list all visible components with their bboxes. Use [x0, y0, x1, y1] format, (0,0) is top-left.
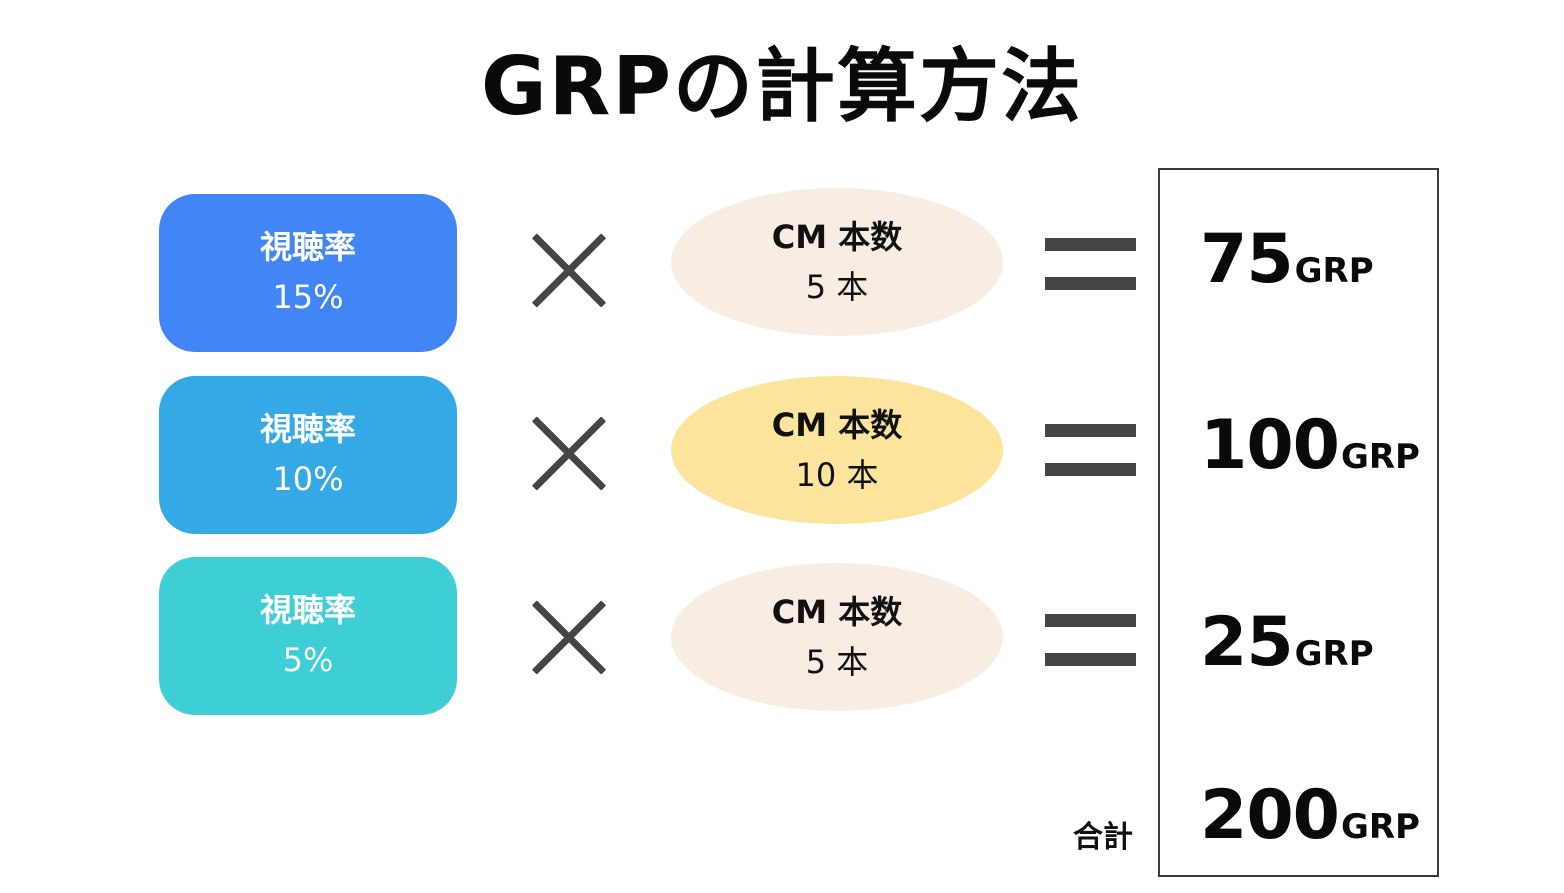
rating-box-3: 視聴率 5%: [159, 557, 457, 715]
equals-icon: [1045, 424, 1136, 476]
cm-count-ellipse-2: CM 本数 10 本: [671, 376, 1003, 524]
cm-count-ellipse-3: CM 本数 5 本: [671, 563, 1003, 711]
rating-value: 10%: [272, 460, 344, 498]
rating-box-1: 視聴率 15%: [159, 194, 457, 352]
result-unit: GRP: [1340, 437, 1420, 477]
rating-value: 5%: [282, 641, 334, 679]
cm-count-value: 10 本: [795, 456, 879, 494]
multiply-icon: [532, 233, 606, 307]
result-number: 100: [1200, 406, 1340, 485]
result-value-3: 25GRP: [1200, 603, 1374, 682]
page-title: GRPの計算方法: [481, 40, 1083, 133]
cm-count-value: 5 本: [805, 268, 869, 306]
multiply-icon: [532, 600, 606, 674]
result-unit: GRP: [1294, 634, 1374, 674]
result-number: 75: [1200, 220, 1294, 299]
total-value: 200GRP: [1200, 776, 1420, 855]
rating-label: 視聴率: [259, 228, 356, 266]
equals-icon: [1045, 238, 1136, 290]
cm-count-ellipse-1: CM 本数 5 本: [671, 188, 1003, 336]
equals-icon: [1045, 614, 1136, 666]
result-panel: [1158, 168, 1439, 877]
rating-box-2: 視聴率 10%: [159, 376, 457, 534]
rating-label: 視聴率: [259, 410, 356, 448]
multiply-icon: [532, 416, 606, 490]
cm-count-label: CM 本数: [771, 218, 903, 256]
cm-count-label: CM 本数: [771, 406, 903, 444]
rating-value: 15%: [272, 278, 344, 316]
cm-count-value: 5 本: [805, 643, 869, 681]
rating-label: 視聴率: [259, 591, 356, 629]
result-value-1: 75GRP: [1200, 220, 1374, 299]
result-value-2: 100GRP: [1200, 406, 1420, 485]
total-unit: GRP: [1340, 807, 1420, 847]
result-number: 25: [1200, 603, 1294, 682]
total-number: 200: [1200, 776, 1340, 855]
result-unit: GRP: [1294, 251, 1374, 291]
total-label: 合計: [1073, 820, 1133, 855]
cm-count-label: CM 本数: [771, 593, 903, 631]
